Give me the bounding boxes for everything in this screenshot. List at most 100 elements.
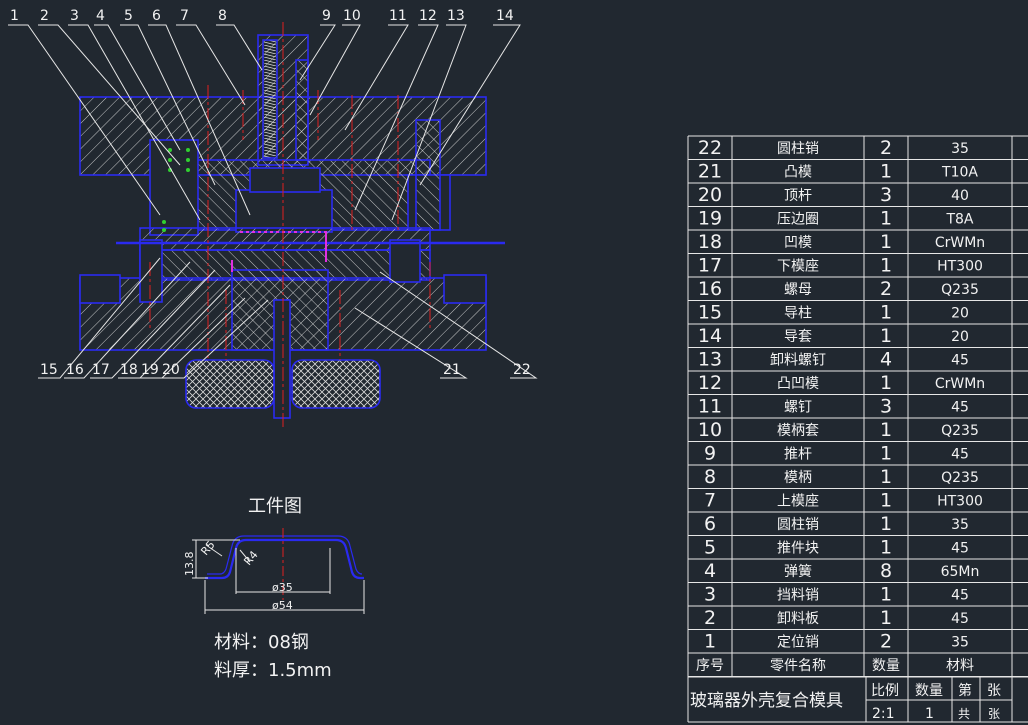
bom-row-qty: 4 [880, 349, 892, 371]
bom-row-qty: 1 [880, 584, 892, 606]
bom-row-qty: 1 [880, 537, 892, 559]
balloon-2: 2 [40, 8, 49, 24]
bom-row-qty: 1 [880, 466, 892, 488]
bom-row-material: CrWMn [935, 376, 985, 392]
die-assembly-section [79, 34, 505, 419]
balloon-8: 8 [218, 8, 227, 24]
bom-row-no: 2 [704, 607, 716, 629]
bom-row-material: 35 [951, 141, 969, 157]
bom-row-no: 19 [698, 208, 722, 230]
dim-r-outer: R5 [198, 538, 217, 558]
balloon-21: 21 [443, 362, 461, 378]
rubber-buffer-right [291, 359, 381, 409]
bom-row-material: CrWMn [935, 235, 985, 251]
bom-row-qty: 2 [880, 278, 892, 300]
bom-row-material: Q235 [941, 423, 979, 439]
bom-row-no: 1 [704, 631, 716, 653]
bom-row-qty: 1 [880, 302, 892, 324]
bom-table [687, 135, 1028, 677]
bom-row-material: Q235 [941, 470, 979, 486]
bom-row-material: 40 [951, 188, 969, 204]
bom-row-name: 压边圈 [777, 212, 819, 228]
bom-row-name: 推杆 [784, 447, 812, 463]
bom-row-qty: 1 [880, 325, 892, 347]
workpiece-title: 工件图 [248, 496, 302, 517]
bom-row-qty: 3 [880, 184, 892, 206]
material-label: 材料：08钢 [214, 632, 309, 653]
balloon-22: 22 [513, 362, 531, 378]
center-lines [149, 22, 431, 430]
dim-r-inner: R4 [241, 548, 260, 568]
bom-row-no: 8 [704, 466, 716, 488]
bom-row-material: 45 [951, 400, 969, 416]
bom-row-name: 模柄 [784, 470, 812, 486]
bom-row-material: 35 [951, 635, 969, 651]
bom-row-qty: 1 [880, 419, 892, 441]
bom-row-no: 15 [698, 302, 722, 324]
workpiece-drawing: 工件图 13.8 R5 R4 ø35 ø54 材料：08钢 料厚：1.5mm [183, 496, 365, 681]
workpiece-profile [205, 538, 364, 580]
bom-row-no: 16 [698, 278, 722, 300]
balloon-13: 13 [447, 8, 465, 24]
leader-lines [8, 24, 538, 379]
bom-row-qty: 1 [880, 255, 892, 277]
balloon-4: 4 [96, 8, 105, 24]
balloon-11: 11 [389, 8, 407, 24]
bom-row-qty: 2 [880, 631, 892, 653]
push-rod [262, 39, 278, 159]
bom-row-name: 凸凹模 [777, 376, 819, 392]
bom-row-material: 45 [951, 447, 969, 463]
bom-row-material: 45 [951, 353, 969, 369]
bom-row-material: HT300 [937, 259, 983, 275]
dim-height: 13.8 [183, 552, 196, 577]
bom-row-material: T10A [941, 165, 978, 181]
balloon-6: 6 [152, 8, 161, 24]
balloon-5: 5 [124, 8, 133, 24]
bom-row-material: 45 [951, 588, 969, 604]
bom-row-no: 7 [704, 490, 716, 512]
sheet-value: 张 [988, 707, 1000, 721]
balloon-3: 3 [70, 8, 79, 24]
guide-pillar-right [389, 239, 421, 283]
bom-row-name: 导柱 [784, 306, 812, 322]
thickness-label: 料厚：1.5mm [214, 660, 332, 681]
bom-row-qty: 1 [880, 490, 892, 512]
bom-row-material: T8A [945, 212, 973, 228]
bom-row-qty: 1 [880, 161, 892, 183]
bom-row-material: 20 [951, 306, 969, 322]
handle-sleeve [295, 59, 309, 161]
bom-header-no: 序号 [696, 658, 724, 674]
balloon-19: 19 [141, 362, 159, 378]
push-block-inner [249, 167, 321, 193]
sheet-label: 第 [958, 682, 972, 699]
bom-row-name: 凸模 [784, 165, 812, 181]
bom-row-name: 挡料销 [777, 588, 819, 604]
bom-row-material: 45 [951, 611, 969, 627]
rubber-buffer-left [185, 359, 275, 409]
bom-row-qty: 8 [880, 560, 892, 582]
bom-row-no: 9 [704, 443, 716, 465]
side-bolt-right [443, 274, 487, 304]
bom-row-qty: 1 [880, 231, 892, 253]
bom-row-no: 3 [704, 584, 716, 606]
bom-row-name: 圆柱销 [777, 517, 819, 533]
bom-header-qty: 数量 [872, 658, 900, 674]
bom-row-no: 6 [704, 513, 716, 535]
drawing-title: 玻璃器外壳复合模具 [690, 691, 843, 711]
bom-row-no: 4 [704, 560, 716, 582]
bom-header-material: 材料 [946, 658, 974, 674]
sheet-unit-label: 张 [987, 683, 1001, 699]
bom-row-no: 21 [698, 161, 722, 183]
bom-row-no: 5 [704, 537, 716, 559]
bom-row-qty: 1 [880, 443, 892, 465]
bom-row-name: 推件块 [777, 541, 819, 557]
push-block [235, 189, 333, 233]
bom-row-material: Q235 [941, 282, 979, 298]
bom-row-name: 导套 [784, 329, 812, 345]
dim-d-outer: ø54 [272, 599, 293, 612]
bom-header-name: 零件名称 [770, 658, 826, 674]
bom-row-material: HT300 [937, 494, 983, 510]
balloon-14: 14 [496, 8, 514, 24]
